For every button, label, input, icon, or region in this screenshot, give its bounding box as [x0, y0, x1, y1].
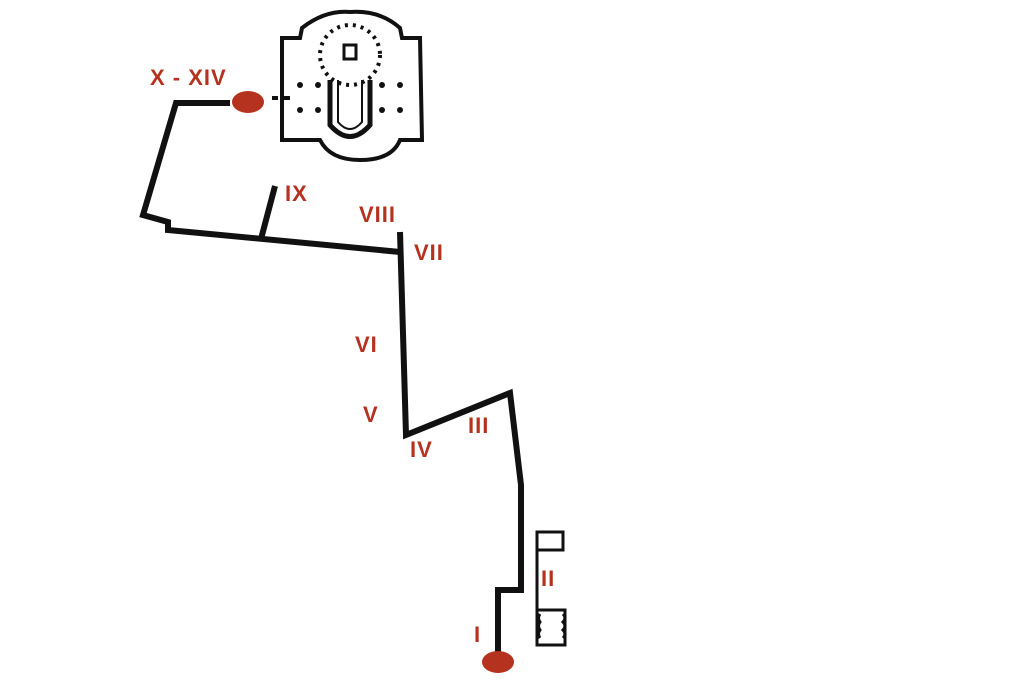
- route-branch-ix: [258, 185, 278, 240]
- station-label-iii: III: [468, 413, 490, 438]
- start-marker: [482, 651, 514, 673]
- station-label-ii: II: [541, 566, 556, 591]
- station-label-vi: VI: [355, 332, 378, 357]
- station-label-x-xiv: X - XIV: [150, 65, 227, 90]
- church-columns: [272, 82, 403, 113]
- route-line: [397, 231, 524, 660]
- station-label-iv: IV: [410, 437, 433, 462]
- station-ii-building: [535, 530, 567, 647]
- end-marker: [232, 91, 264, 113]
- church-plan-icon: [280, 9, 425, 163]
- station-label-ix: IX: [285, 181, 308, 206]
- station-label-vii: VII: [414, 240, 444, 265]
- station-label-i: I: [474, 622, 482, 647]
- station-label-viii: VIII: [359, 202, 397, 227]
- station-label-v: V: [363, 402, 379, 427]
- route-line-upper: [139, 100, 401, 255]
